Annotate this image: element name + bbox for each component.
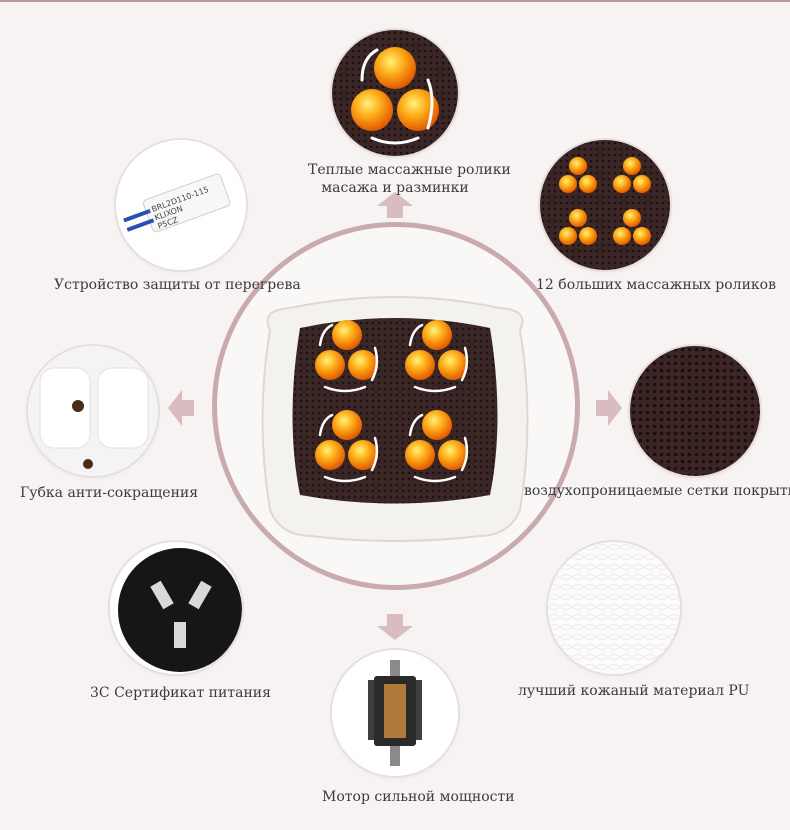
feature-label-bottom-left: 3C Сертификат питания [90, 685, 271, 701]
feature-label-top-line1: Теплые массажные ролики [308, 162, 511, 178]
feature-label-top-line2: масажа и разминки [321, 180, 469, 196]
motor-icon [332, 650, 458, 776]
feature-label-bottom-right: лучший кожаный материал PU [518, 683, 750, 699]
feature-label-middle-right: воздухопроницаемые сетки покрытия [524, 483, 790, 499]
massage-pillow-image [261, 296, 529, 542]
sponge-icon [28, 346, 158, 476]
thermal-protector-icon: BRL2D110-115 KLIXON P5CZ [116, 140, 246, 270]
top-border-line [0, 0, 790, 2]
twelve-rollers-icon [540, 140, 670, 270]
feature-label-top-right: 12 больших массажных роликов [536, 277, 776, 293]
feature-label-bottom: Мотор сильной мощности [322, 789, 515, 805]
massage-rollers-icon [332, 30, 458, 156]
feature-label-top: Теплые массажные ролики масажа и разминк… [308, 161, 511, 197]
mesh-cover-icon [630, 346, 760, 476]
feature-label-middle-left: Губка анти-сокращения [20, 485, 199, 501]
feature-label-top-left: Устройство защиты от перегрева [54, 277, 301, 293]
pu-leather-icon [548, 542, 680, 674]
arrow-right [596, 390, 622, 426]
arrow-down [377, 614, 413, 640]
arrow-left [168, 390, 194, 426]
power-plug-icon [110, 542, 242, 674]
arrow-up [377, 192, 413, 218]
